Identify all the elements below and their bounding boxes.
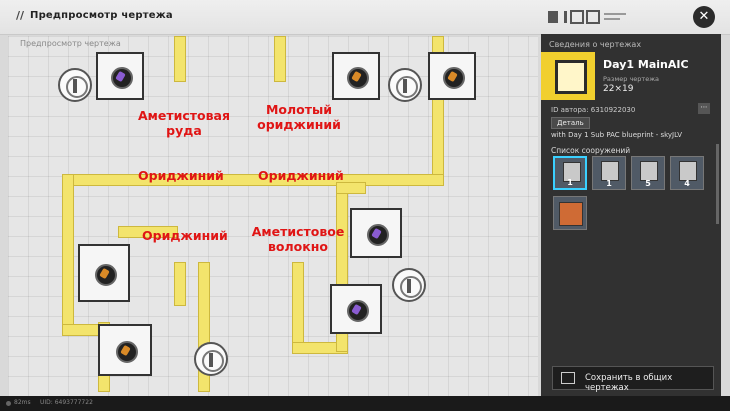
power-relay-icon[interactable] — [388, 68, 422, 102]
header-slash: // — [16, 9, 25, 22]
building-list-title: Список сооружений — [551, 146, 631, 155]
close-button[interactable]: ✕ — [693, 6, 715, 28]
conveyor-belt — [62, 174, 444, 186]
conveyor-belt — [174, 262, 186, 306]
building-icon — [563, 162, 581, 182]
user-uid: UID: 6493777722 — [40, 399, 93, 406]
building-icon — [640, 161, 658, 181]
building-tile[interactable] — [553, 196, 587, 230]
amethyst-icon — [347, 300, 369, 322]
blueprint-icon — [541, 52, 595, 100]
building-tile[interactable]: 1 — [592, 156, 626, 190]
originium-icon — [347, 67, 369, 89]
conveyor-belt — [62, 174, 74, 334]
label-originium-3: Ориджиний — [142, 228, 228, 243]
top-bar: // Предпросмотр чертежа ✕ — [0, 0, 730, 35]
save-button-label: Сохранить в общих чертежах — [585, 373, 673, 393]
power-relay-icon[interactable] — [58, 68, 92, 102]
refining-unit[interactable] — [98, 324, 152, 376]
blueprint-info-panel: Сведения о чертежах Day1 MainAIC Размер … — [541, 34, 721, 396]
status-bar: 82ms UID: 6493777722 — [0, 396, 730, 411]
building-tile[interactable]: 5 — [631, 156, 665, 190]
label-ground-originium: Молотый ориджиний — [257, 102, 341, 132]
originium-icon — [116, 341, 138, 363]
building-tile[interactable]: 1 — [553, 156, 587, 190]
refining-unit[interactable] — [330, 284, 382, 334]
power-relay-icon[interactable] — [392, 268, 426, 302]
label-originium-2: Ориджиний — [258, 168, 344, 183]
label-amethyst-fiber: Аметистовое волокно — [251, 224, 345, 254]
blueprint-name: Day1 MainAIC — [603, 58, 689, 71]
blueprint-description: with Day 1 Sub PAC blueprint - skyJLV — [551, 131, 683, 139]
power-relay-icon[interactable] — [194, 342, 228, 376]
conveyor-belt — [62, 324, 102, 336]
refining-unit[interactable] — [428, 52, 476, 100]
originium-icon — [95, 264, 117, 286]
amethyst-icon — [367, 224, 389, 246]
conveyor-belt — [118, 226, 178, 238]
building-icon — [601, 161, 619, 181]
author-id: ID автора: 6310922030 — [551, 106, 636, 114]
conveyor-belt — [336, 182, 366, 194]
more-options-button[interactable]: ⋯ — [698, 103, 710, 114]
refining-unit[interactable] — [78, 244, 130, 302]
conveyor-belt — [292, 262, 304, 354]
panel-scrollbar[interactable] — [716, 144, 719, 224]
blueprint-canvas[interactable]: Предпросмотр чертежа Аметистовая руда Мо… — [8, 36, 538, 396]
amethyst-icon — [111, 67, 133, 89]
building-icon — [559, 202, 583, 226]
conveyor-belt — [174, 36, 186, 82]
blueprint-size-label: Размер чертежа — [603, 75, 660, 83]
detail-button[interactable]: Деталь — [551, 117, 590, 129]
refining-unit[interactable] — [332, 52, 380, 100]
ping-icon — [6, 401, 11, 406]
building-icon — [679, 161, 697, 181]
endfield-logo-icon — [548, 10, 626, 24]
canvas-title: Предпросмотр чертежа — [20, 39, 121, 48]
blueprint-size: 22×19 — [603, 84, 634, 94]
panel-header: Сведения о чертежах — [549, 40, 642, 49]
page-title: Предпросмотр чертежа — [30, 10, 173, 21]
conveyor-belt — [274, 36, 286, 82]
originium-icon — [443, 67, 465, 89]
ping-value: 82ms — [14, 399, 31, 406]
label-originium-1: Ориджиний — [138, 168, 224, 183]
building-tile[interactable]: 4 — [670, 156, 704, 190]
refining-unit[interactable] — [96, 52, 144, 100]
save-icon — [561, 372, 575, 384]
label-amethyst-ore: Аметистовая руда — [138, 108, 230, 138]
refining-unit[interactable] — [350, 208, 402, 258]
save-to-shared-button[interactable]: Сохранить в общих чертежах — [552, 366, 714, 393]
